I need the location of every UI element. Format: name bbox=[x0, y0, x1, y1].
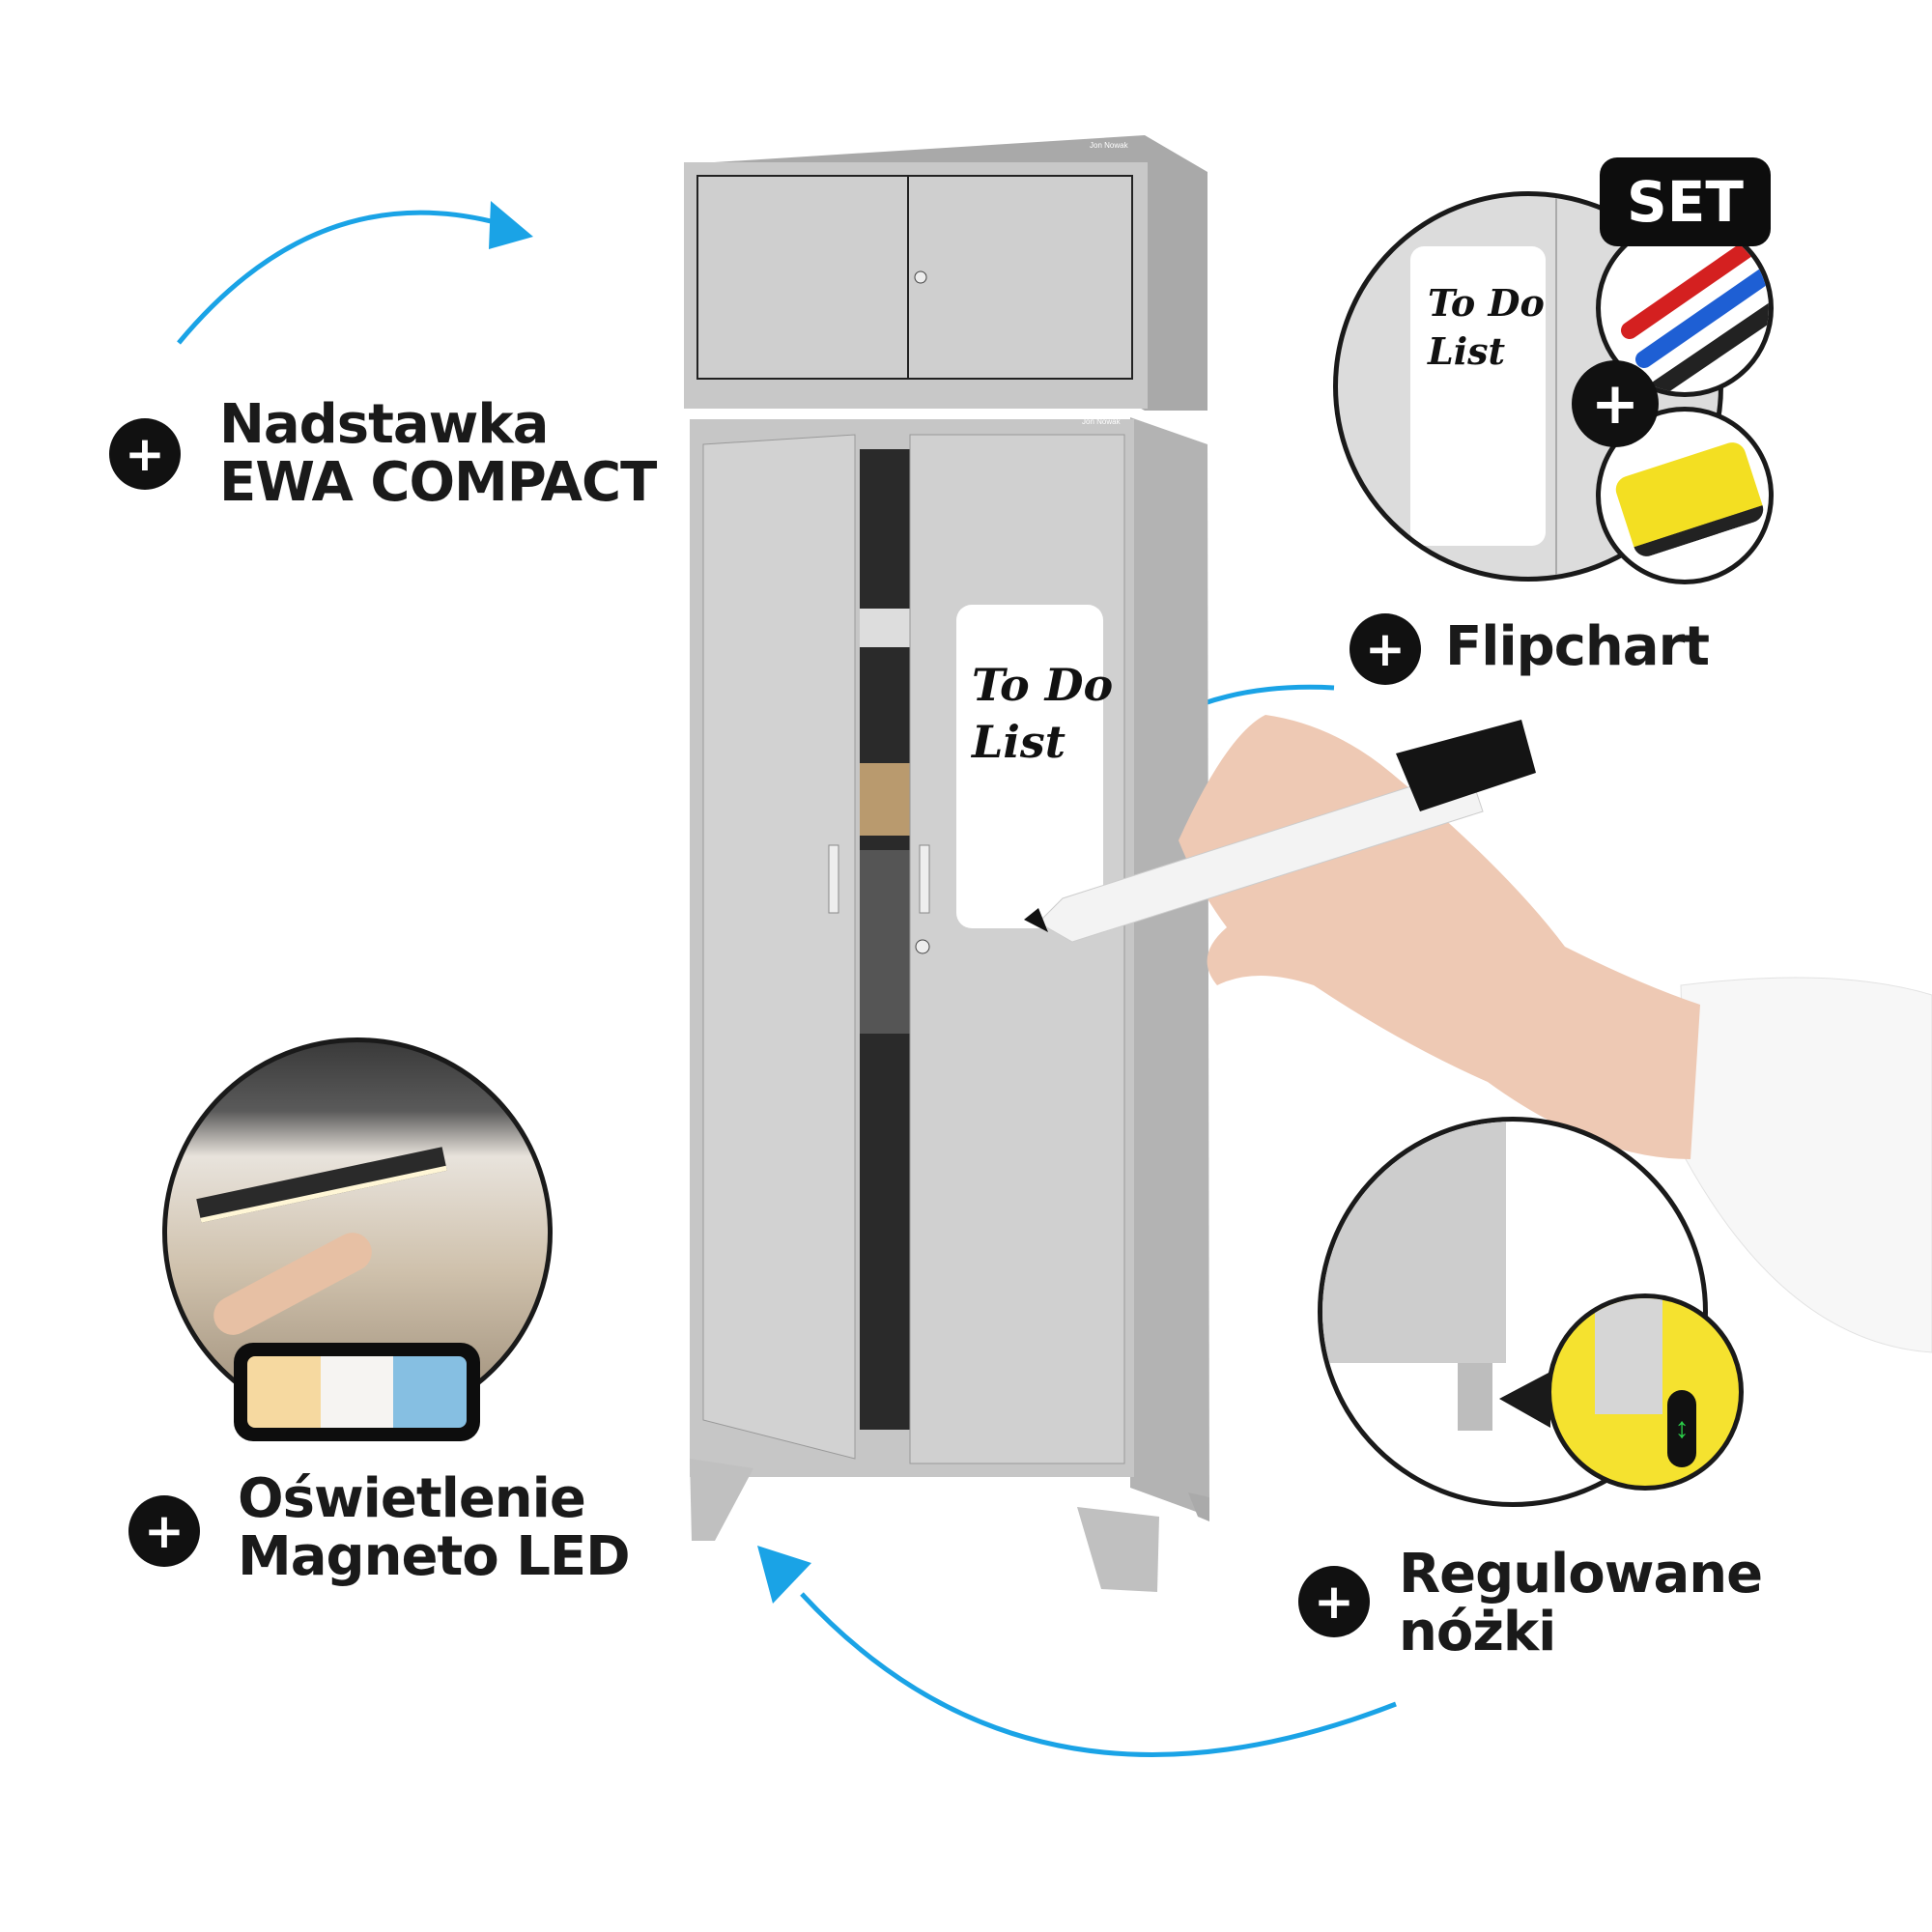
flipchart-board: To Do List bbox=[1410, 246, 1546, 546]
legs-label: Regulowane nóżki bbox=[1399, 1543, 1763, 1663]
led-line1: Oświetlenie bbox=[238, 1467, 586, 1530]
top-unit-label: Nadstawka EWA COMPACT bbox=[219, 393, 657, 514]
markers-icon bbox=[1621, 235, 1769, 392]
adjust-arrow-icon: ↕ bbox=[1667, 1390, 1696, 1467]
marker-cap bbox=[1396, 720, 1536, 811]
arrow-bottom-head bbox=[757, 1546, 811, 1604]
led-warm-swatch bbox=[247, 1356, 321, 1428]
board-text: To Do List bbox=[972, 659, 1113, 769]
legs-line1: Regulowane bbox=[1399, 1543, 1763, 1605]
set-plus-icon: + bbox=[1572, 360, 1659, 447]
plus-icon-flipchart: + bbox=[1350, 613, 1421, 685]
arrow-bottom bbox=[800, 1592, 1397, 1757]
arrow-top-head bbox=[489, 201, 533, 249]
cabinet-whiteboard: To Do List bbox=[956, 605, 1113, 928]
led-color-badge bbox=[234, 1343, 480, 1441]
plus-icon-legs: + bbox=[1298, 1566, 1370, 1637]
plus-icon-led: + bbox=[128, 1495, 200, 1567]
legs-line2: nóżki bbox=[1399, 1601, 1556, 1663]
flipchart-board-text: To Do List bbox=[1428, 281, 1545, 373]
top-unit-line1: Nadstawka bbox=[219, 393, 549, 456]
flipchart-board-text-2: List bbox=[1428, 328, 1506, 373]
led-neutral-swatch bbox=[320, 1356, 394, 1428]
board-text-1: To Do bbox=[972, 659, 1114, 711]
flipchart-label: Flipchart bbox=[1445, 615, 1710, 678]
plus-icon-top-unit: + bbox=[109, 418, 181, 490]
cabinet-brand-main: Jon Nowak bbox=[1082, 417, 1121, 426]
top-unit-line2: EWA COMPACT bbox=[219, 451, 657, 514]
leg-foot bbox=[1595, 1298, 1662, 1414]
board-text-2: List bbox=[972, 716, 1065, 769]
set-badge: SET bbox=[1600, 157, 1771, 246]
led-label: Oświetlenie Magneto LED bbox=[238, 1467, 631, 1588]
leg-adjust-circle: ↕ bbox=[1547, 1293, 1744, 1491]
arrow-top bbox=[177, 210, 503, 345]
marker-tip bbox=[1024, 908, 1048, 932]
led-cool-swatch bbox=[393, 1356, 468, 1428]
cabinet-brand-top: Jon Nowak bbox=[1090, 141, 1128, 150]
flipchart-board-text-1: To Do bbox=[1428, 281, 1545, 325]
led-line2: Magneto LED bbox=[238, 1525, 631, 1588]
